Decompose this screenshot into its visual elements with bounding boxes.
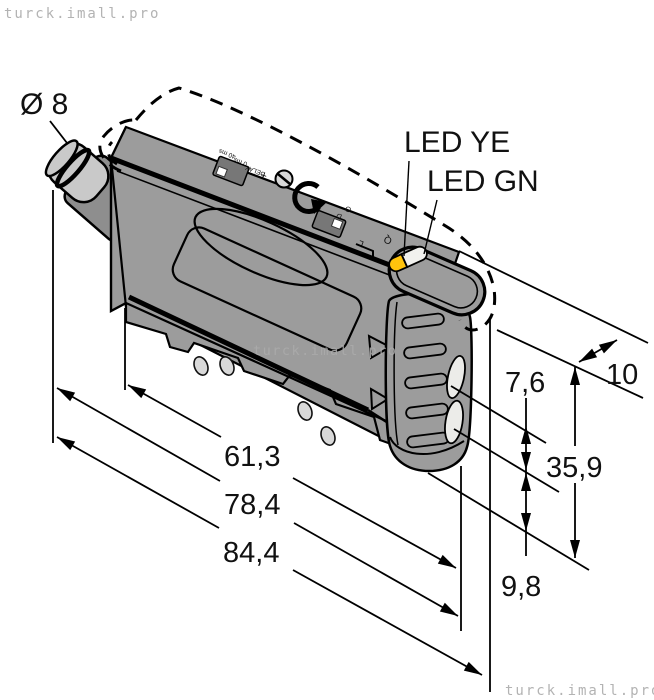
dimension-lines <box>49 120 649 692</box>
dashed-left-curl <box>106 140 118 166</box>
light-dark-switch-nub <box>330 217 344 230</box>
label-led-green: LED GN <box>427 165 539 198</box>
dim-78-4-seg2 <box>293 522 459 617</box>
label-connector-diameter: Ø 8 <box>20 88 68 121</box>
groove <box>403 342 447 360</box>
fiber-clamp-head <box>384 245 487 473</box>
label-led-yellow: LED YE <box>404 126 510 159</box>
dimension-arrowheads <box>521 426 531 531</box>
leader-fiber-upper <box>450 385 547 444</box>
led-green <box>400 245 428 269</box>
housing-bottom-edge <box>127 294 370 413</box>
edge-highlight <box>116 170 443 296</box>
ext-line-top-rear <box>458 250 649 344</box>
delay-switch-nub <box>215 165 228 178</box>
ext-line-top-front <box>496 329 644 399</box>
optic-triangle-mark <box>367 334 393 360</box>
dim-10-line <box>578 339 618 363</box>
rotation-arrow-icon <box>292 181 321 214</box>
rotation-arrow-head <box>311 199 327 214</box>
leader-led-green <box>423 199 438 255</box>
leader-led-yellow <box>403 160 410 257</box>
foot-hole <box>320 426 336 446</box>
switch-d-label: D <box>334 211 343 222</box>
switch-l-label: L <box>357 238 365 249</box>
leader-fiber-lower <box>453 428 560 493</box>
watermark-bottom-right: turck.imall.pro <box>505 683 654 699</box>
foot-hole <box>193 356 209 376</box>
arrow-9-8-bottom <box>521 513 531 531</box>
dim-text-35-9: 35,9 <box>546 452 602 484</box>
dashed-cover-outline <box>98 86 497 332</box>
optic-triangle-mark <box>369 387 390 411</box>
label-panel-recess <box>171 226 363 352</box>
delay-0ms-label: 0 ms <box>232 155 248 167</box>
light-dark-switch <box>311 210 347 238</box>
output-q-label: Q <box>382 233 393 246</box>
arrow-9-8-top <box>521 473 531 491</box>
dim-61-3-seg2 <box>292 477 457 569</box>
dashed-left-hook <box>98 118 137 173</box>
leader-diameter <box>49 120 68 144</box>
top-face-controls: 40 ms 0 ms DELAY + O D L Q <box>212 147 394 259</box>
connector-nut-ring <box>54 147 92 189</box>
sensor-housing <box>109 125 461 457</box>
head-left-edge <box>393 301 399 446</box>
dim-78-4-seg1 <box>56 387 221 482</box>
ext-line-head-bottom <box>427 472 590 571</box>
dim-text-10: 10 <box>606 359 638 391</box>
groove <box>405 402 449 420</box>
dim-84-4-seg2 <box>292 569 483 676</box>
foot-hole <box>297 401 313 421</box>
watermark-top-left: turck.imall.pro <box>4 6 160 22</box>
dim-text-61-3: 61,3 <box>224 441 280 473</box>
watermark-middle: turck.imall.pro <box>253 343 397 359</box>
dim-61-3-seg1 <box>127 384 222 438</box>
label-oval-recess <box>193 207 329 287</box>
groove <box>401 312 445 330</box>
switch-o-label: O <box>344 204 353 215</box>
dim-text-78-4: 78,4 <box>224 489 280 521</box>
dim-text-84-4: 84,4 <box>223 537 279 569</box>
fiber-hole-upper <box>446 355 466 399</box>
dim-text-7-6: 7,6 <box>505 367 545 399</box>
delay-dip-switch <box>212 155 250 187</box>
dim-84-4-seg1 <box>56 436 220 529</box>
dashed-main-outline <box>134 86 497 332</box>
arrow-7-6-top <box>521 426 531 444</box>
potentiometer-slot <box>277 173 291 185</box>
foot-holes <box>193 356 336 446</box>
output-bracket-mark <box>355 243 374 259</box>
head-bottom-rim <box>389 436 465 455</box>
foot-hole <box>219 356 235 376</box>
arrow-7-6-bottom <box>521 452 531 470</box>
dim-text-9-8: 9,8 <box>501 571 541 603</box>
gain-plus-label: + <box>259 168 269 182</box>
